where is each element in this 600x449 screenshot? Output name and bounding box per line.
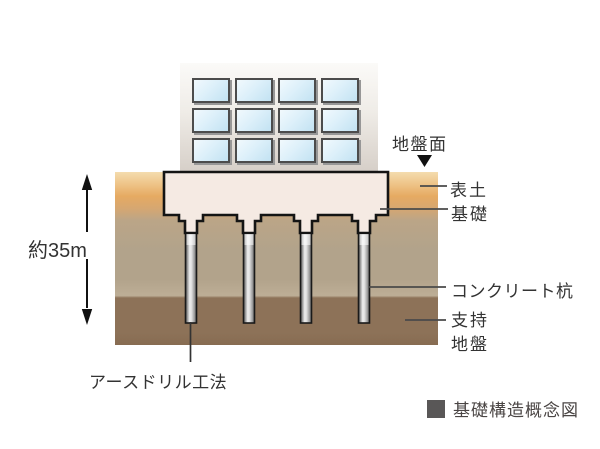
window-pane — [278, 108, 316, 133]
diagram-caption: 基礎構造概念図 — [427, 396, 579, 421]
caption-text: 基礎構造概念図 — [453, 401, 579, 420]
topsoil-label: 表土 — [450, 181, 488, 200]
concrete-pile-label: コンクリート杭 — [451, 282, 574, 301]
window-pane — [235, 78, 273, 103]
foundation-slab — [162, 170, 390, 235]
bearing-stratum-label-line2: 地盤 — [451, 335, 489, 354]
building — [180, 63, 378, 172]
ground-surface-label: 地盤面 — [392, 135, 448, 154]
window-pane — [235, 108, 273, 133]
bearing-stratum-label-line1: 支持 — [451, 311, 489, 330]
window-pane — [321, 78, 359, 103]
window-pane — [192, 138, 230, 163]
window-pane — [278, 138, 316, 163]
window-pane — [192, 78, 230, 103]
window-pane — [192, 108, 230, 133]
building-windows-grid — [192, 78, 368, 163]
bearing-stratum-label: 支持 地盤 — [451, 309, 489, 357]
window-pane — [278, 78, 316, 103]
depth-label: 約35m — [28, 240, 87, 262]
pile-top-highlights — [186, 234, 369, 245]
window-pane — [321, 108, 359, 133]
method-label: アースドリル工法 — [89, 373, 228, 392]
depth-arrow — [81, 174, 93, 325]
concrete-piles — [184, 227, 371, 324]
ground-surface-marker-icon — [417, 155, 432, 167]
arrow-up-icon — [81, 174, 93, 190]
leader-lines — [189, 185, 448, 362]
window-pane — [235, 138, 273, 163]
caption-square-icon — [427, 399, 445, 418]
window-pane — [321, 138, 359, 163]
foundation-label: 基礎 — [451, 205, 489, 224]
arrow-down-icon — [81, 309, 93, 325]
